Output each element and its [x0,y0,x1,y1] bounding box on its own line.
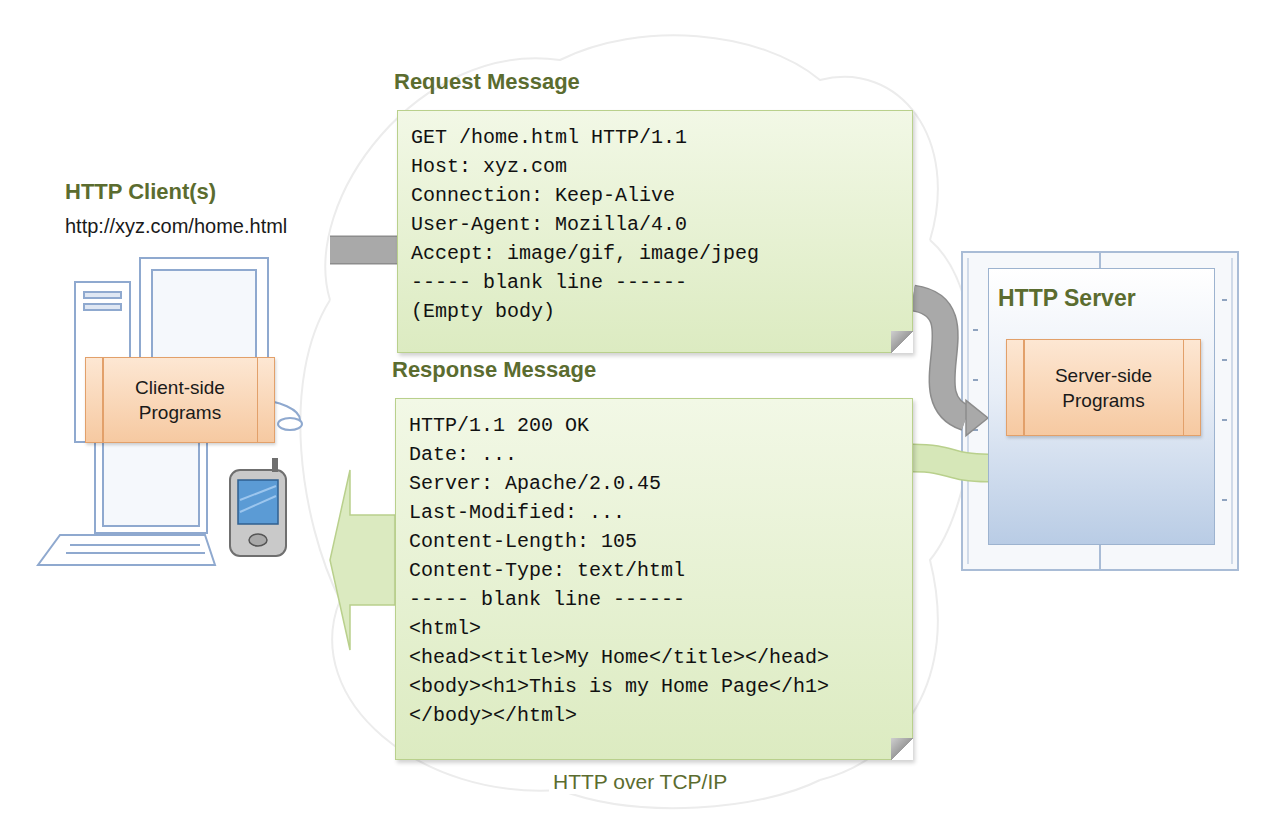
message-body: GET /home.html HTTP/1.1Host: xyz.comConn… [398,111,912,340]
flow-band-edge [330,236,397,265]
message-line: GET /home.html HTTP/1.1 [411,123,898,152]
request-message: Request MessageGET /home.html HTTP/1.1Ho… [397,110,913,353]
program-box: Client-side Programs [85,357,275,443]
client-url: http://xyz.com/home.html [65,215,289,238]
message-line: <head><title>My Home</title></head> [409,643,898,672]
server-box: HTTP ServerServer-side Programs [988,268,1215,545]
program-box: Server-side Programs [1006,339,1201,436]
message-flow [330,250,397,251]
cloud-outline [300,35,975,808]
message-line: Content-Type: text/html [409,556,898,585]
message-flow [330,470,395,650]
message-line: </body></html> [409,701,898,730]
page-curl [891,738,913,760]
message-heading: Request Message [394,69,580,95]
message-line: Date: ... [409,440,898,469]
message-line: Accept: image/gif, image/jpeg [411,239,898,268]
message-line: ----- blank line ------ [409,585,898,614]
message-line: <body><h1>This is my Home Page</h1> [409,672,898,701]
message-flow [913,458,988,468]
flow-band [913,298,966,418]
message-line: (Empty body) [411,297,898,326]
message-line: Last-Modified: ... [409,498,898,527]
message-flow [913,298,988,436]
mobile-phone [230,458,286,556]
program-label: Client-side Programs [86,375,274,425]
client-group: HTTP Client(s) http://xyz.com/home.htmlCl… [30,175,330,575]
message-line: Connection: Keep-Alive [411,181,898,210]
page-curl [891,331,913,353]
flow-band [913,458,988,468]
message-line: Content-Length: 105 [409,527,898,556]
program-label: Server-side Programs [1007,363,1200,413]
flow-band-edge [913,458,988,468]
message-line: <html> [409,614,898,643]
response-message: Response MessageHTTP/1.1 200 OKDate: ...… [395,398,913,760]
response-arrow [330,470,395,650]
server-rack [962,252,1238,570]
protocol-label: HTTP over TCP/IP [549,770,731,794]
flow-band-edge [913,298,966,418]
message-line: Host: xyz.com [411,152,898,181]
message-body: HTTP/1.1 200 OKDate: ...Server: Apache/2… [396,399,912,744]
message-heading: Response Message [392,357,596,383]
client-heading: HTTP Client(s) [65,179,216,205]
message-line: ----- blank line ------ [411,268,898,297]
message-line: HTTP/1.1 200 OK [409,411,898,440]
flow-band [330,237,397,263]
message-line: User-Agent: Mozilla/4.0 [411,210,898,239]
server-heading: HTTP Server [998,285,1136,312]
arrow-head [966,400,988,435]
message-line: Server: Apache/2.0.45 [409,469,898,498]
client-computers [38,258,302,565]
